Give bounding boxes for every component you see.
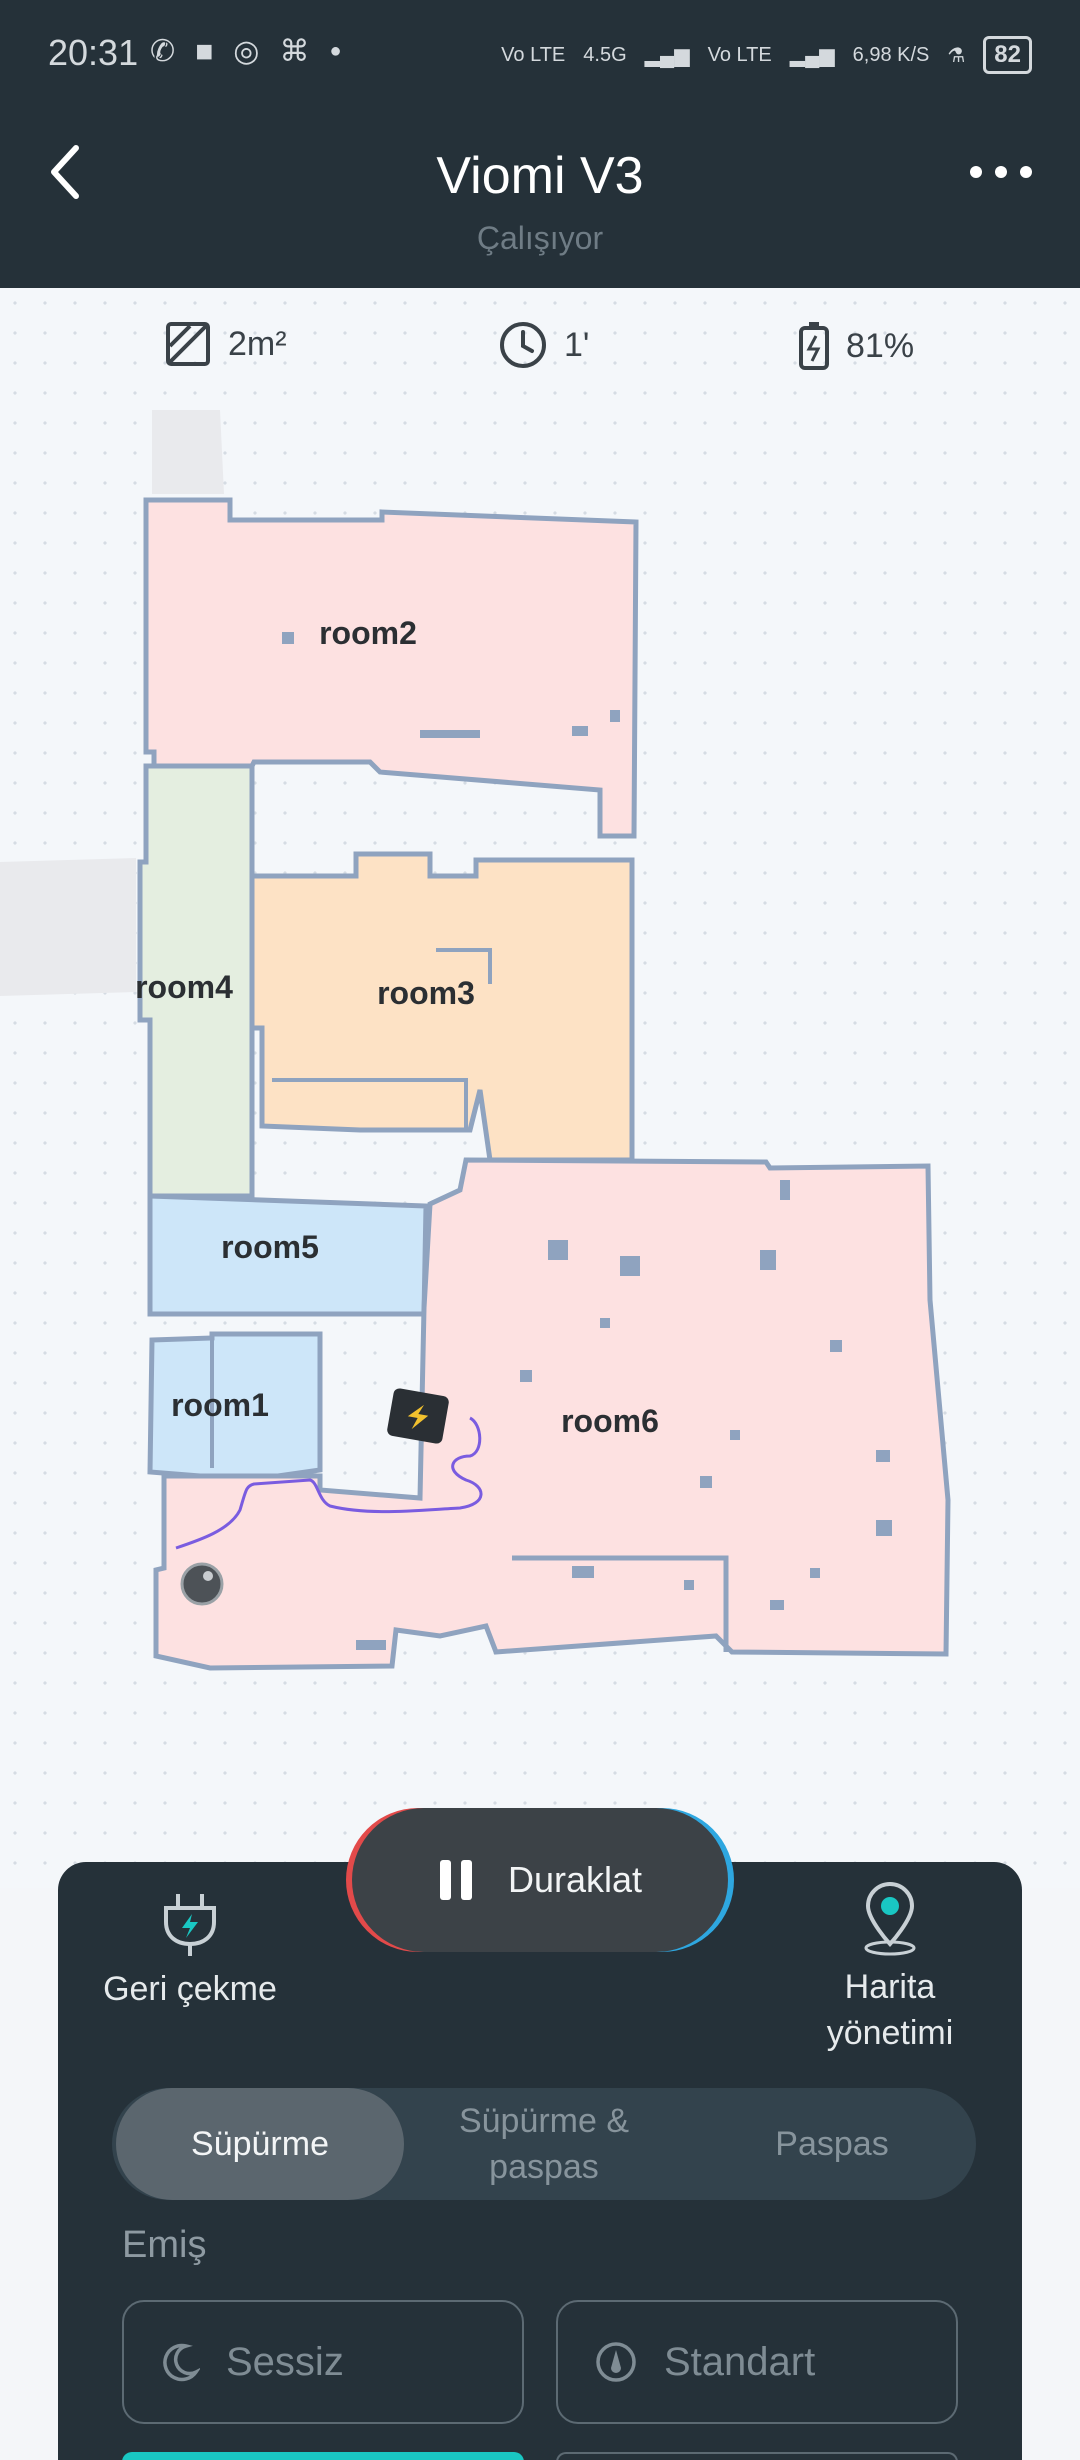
whatsapp-icon: ✆ <box>150 35 176 68</box>
moon-icon <box>163 2343 200 2382</box>
tab-sweep-mop[interactable]: Süpürme & paspas <box>400 2088 688 2200</box>
unmapped-area-left <box>0 858 136 996</box>
time-stat: 1' <box>498 320 589 370</box>
selected-option-indicator[interactable] <box>122 2452 524 2460</box>
battery-value: 81% <box>846 326 915 365</box>
battery-icon <box>799 322 829 370</box>
map-management-label-line2: yönetimi <box>826 2014 954 2052</box>
notification-icons: ✆ ■ ◎ ⌘ ● <box>150 34 342 69</box>
room1-label: room1 <box>171 1387 269 1423</box>
cleaning-map[interactable]: room2 room4 room3 room5 room1 room6 <box>0 390 1080 1720</box>
area-value: 2m² <box>228 324 287 363</box>
instagram-icon: ◎ <box>233 35 260 68</box>
gauge-icon <box>596 2342 636 2382</box>
battery-stat: 81% <box>798 320 914 372</box>
cleaning-stats: 2m² 1' 81% <box>0 316 1080 386</box>
app-header: 20:31 ✆ ■ ◎ ⌘ ● Vo LTE 4.5G ▂▄▆ Vo LTE ▂… <box>0 0 1080 288</box>
suction-option-quiet-label: Sessiz <box>226 2339 344 2384</box>
mode-tabs: Süpürme Süpürme & paspas Paspas <box>112 2088 976 2200</box>
robot-vacuum-icon[interactable] <box>180 1562 224 1606</box>
obstacle-marks <box>282 632 892 1650</box>
suction-option-standard-label: Standart <box>664 2339 816 2384</box>
signal-icon-2: ▂▄▆ <box>789 44 835 67</box>
pause-button[interactable]: Duraklat <box>352 1808 728 1952</box>
unmapped-area-top <box>152 410 224 494</box>
option-indicator[interactable] <box>556 2452 958 2460</box>
robot-path <box>175 1416 483 1550</box>
tab-sweep-mop-label-1: Süpürme & <box>458 2102 630 2140</box>
tab-mop[interactable]: Paspas <box>688 2088 976 2200</box>
more-icon <box>970 166 1032 178</box>
clock-icon <box>500 322 546 368</box>
room3-label: room3 <box>377 975 475 1011</box>
status-right: Vo LTE 4.5G ▂▄▆ Vo LTE ▂▄▆ 6,98 K/S ⚗ 82 <box>501 36 1032 74</box>
map-management-button[interactable]: Harita yönetimi <box>780 1880 1000 2056</box>
chevron-left-icon <box>51 145 79 199</box>
room6-area[interactable] <box>153 1157 951 1671</box>
room6-label: room6 <box>561 1403 659 1439</box>
inner-wall-room3b <box>436 948 492 984</box>
gamepad-icon: ⌘ <box>279 35 310 68</box>
back-button[interactable] <box>44 142 94 202</box>
more-button[interactable] <box>966 160 1036 184</box>
room2-label: room2 <box>319 615 417 651</box>
charging-dock-icon[interactable] <box>386 1388 449 1445</box>
room4-label: room4 <box>135 969 233 1005</box>
recharge-label: Geri çekme <box>103 1970 277 2008</box>
network-label: 4.5G <box>583 43 627 66</box>
tab-sweep-label: Süpürme <box>191 2125 329 2163</box>
lab-icon: ⚗ <box>947 44 966 67</box>
time-value: 1' <box>564 325 590 364</box>
suction-option-quiet[interactable]: Sessiz <box>122 2300 524 2424</box>
inner-wall <box>512 1555 729 1652</box>
room5-label: room5 <box>221 1229 319 1265</box>
dot-icon: ● <box>329 40 342 62</box>
suction-option-standard[interactable]: Standart <box>556 2300 958 2424</box>
tab-sweep-mop-label-2: paspas <box>489 2148 599 2186</box>
map-management-label-line1: Harita <box>844 1968 936 2006</box>
device-status: Çalışıyor <box>476 220 604 256</box>
recharge-button[interactable]: Geri çekme <box>80 1888 300 2012</box>
page-title: Viomi V3 <box>436 147 644 205</box>
speed-label: 6,98 K/S <box>852 43 930 66</box>
tab-sweep[interactable]: Süpürme <box>116 2088 404 2200</box>
volte-label: Vo LTE <box>501 43 566 66</box>
signal-icon: ▂▄▆ <box>644 44 690 67</box>
volte-label-2: Vo LTE <box>707 43 772 66</box>
suction-label: Emiş <box>122 2224 207 2266</box>
status-time: 20:31 <box>48 32 139 73</box>
pause-icon <box>439 1860 472 1900</box>
battery-badge: 82 <box>983 36 1032 74</box>
area-stat: 2m² <box>164 320 287 368</box>
plug-icon <box>164 1894 216 1956</box>
status-bar: 20:31 ✆ ■ ◎ ⌘ ● Vo LTE 4.5G ▂▄▆ Vo LTE ▂… <box>0 0 1080 110</box>
inner-wall-room3 <box>272 1078 468 1128</box>
app-square-icon: ■ <box>195 34 214 68</box>
area-icon <box>166 322 210 366</box>
tab-mop-label: Paspas <box>775 2125 889 2163</box>
pause-label: Duraklat <box>507 1859 643 1900</box>
location-pin-icon <box>864 1882 916 1956</box>
